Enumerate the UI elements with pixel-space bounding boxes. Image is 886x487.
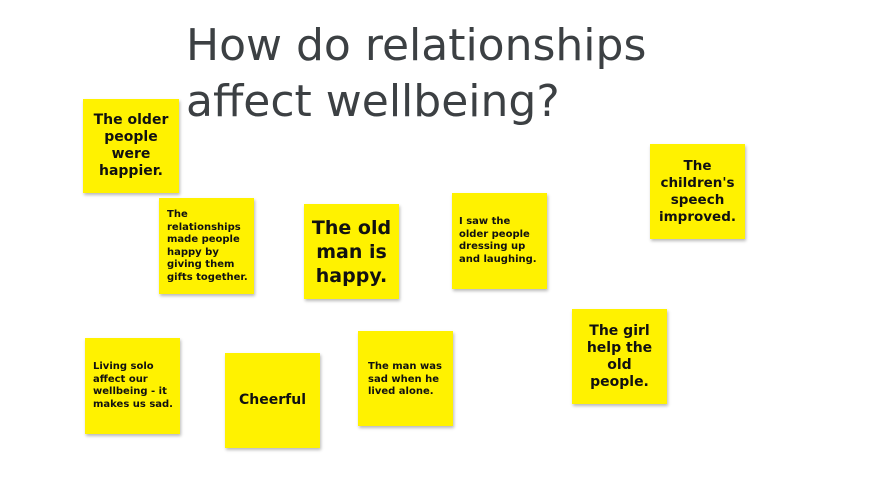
- sticky-note-text: The older people were happier.: [93, 112, 169, 179]
- sticky-note-text: The girl help the old people.: [586, 322, 653, 390]
- sticky-note-relationships-gifts[interactable]: The relationships made people happy by g…: [159, 198, 254, 294]
- sticky-note-cheerful[interactable]: Cheerful: [225, 353, 320, 448]
- sticky-note-man-sad-alone[interactable]: The man was sad when he lived alone.: [358, 331, 453, 426]
- sticky-note-text: Living solo affect our wellbeing - it ma…: [93, 361, 173, 410]
- sticky-note-text: Cheerful: [239, 392, 306, 408]
- board-title: How do relationships affect wellbeing?: [186, 20, 647, 127]
- sticky-note-text: The children's speech improved.: [658, 157, 737, 225]
- sticky-note-older-people-happier[interactable]: The older people were happier.: [83, 99, 179, 193]
- sticky-note-text: The relationships made people happy by g…: [167, 209, 248, 283]
- sticky-note-older-dressing-up[interactable]: I saw the older people dressing up and l…: [452, 193, 547, 289]
- sticky-note-text: The old man is happy.: [311, 216, 392, 287]
- sticky-note-text: I saw the older people dressing up and l…: [459, 216, 537, 265]
- sticky-note-living-solo[interactable]: Living solo affect our wellbeing - it ma…: [85, 338, 180, 434]
- sticky-note-old-man-happy[interactable]: The old man is happy.: [304, 204, 399, 299]
- sticky-note-girl-help[interactable]: The girl help the old people.: [572, 309, 667, 404]
- sticky-note-childrens-speech[interactable]: The children's speech improved.: [650, 144, 745, 239]
- sticky-note-text: The man was sad when he lived alone.: [368, 361, 442, 397]
